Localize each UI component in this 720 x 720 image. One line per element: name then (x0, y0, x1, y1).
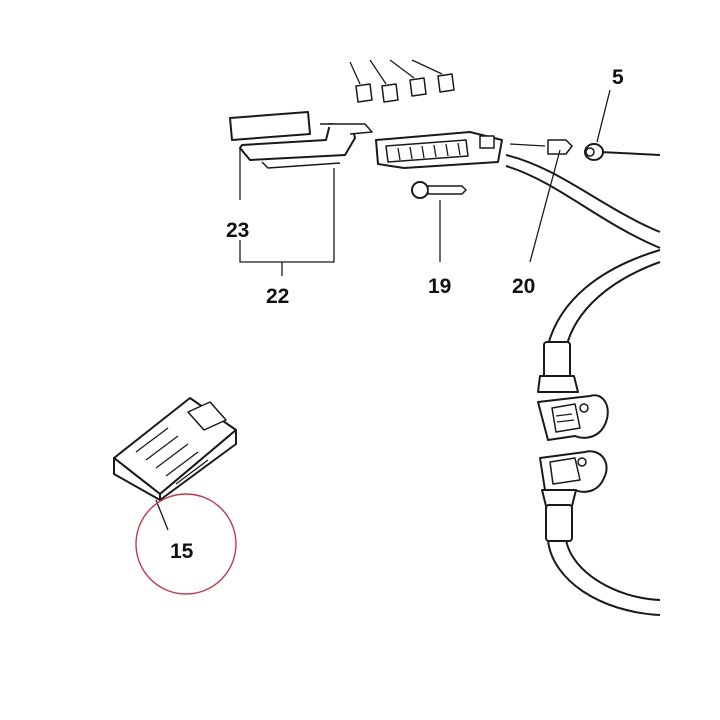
callout-5: 5 (612, 66, 624, 89)
nut-5 (584, 89, 611, 161)
screw-19 (411, 181, 467, 262)
callout-20: 20 (512, 275, 535, 298)
callout-23: 23 (226, 219, 249, 242)
remote-15 (113, 397, 237, 531)
fittings-row (349, 59, 455, 103)
upper-nozzle-assembly (537, 341, 609, 441)
connector-block (375, 131, 503, 169)
leader-22 (239, 168, 335, 276)
highlight-circle (135, 493, 237, 595)
callout-22: 22 (266, 285, 289, 308)
hose-assembly (505, 143, 662, 616)
bracket-assembly (229, 111, 373, 169)
fitting-20 (529, 139, 573, 263)
callout-19: 19 (428, 275, 451, 298)
callout-15: 15 (170, 540, 194, 563)
lower-nozzle-assembly (539, 450, 608, 542)
